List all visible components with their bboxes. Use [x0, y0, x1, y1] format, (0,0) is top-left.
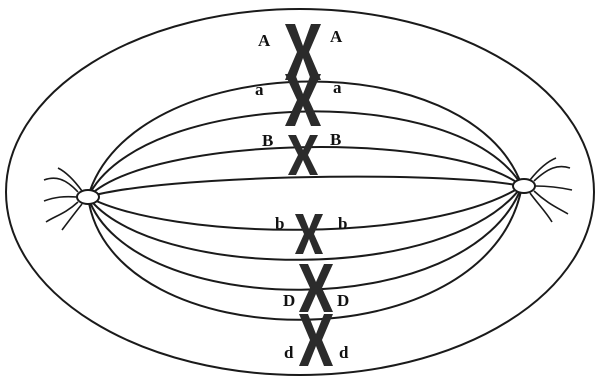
spindle-fibers	[88, 81, 522, 319]
left-centrosome	[44, 168, 99, 230]
aster-ray	[535, 186, 572, 190]
spindle-fiber	[88, 177, 522, 197]
gene-label-A-left: A	[258, 32, 270, 49]
gene-label-d-right: d	[339, 344, 348, 361]
chromosome-d	[299, 314, 333, 366]
gene-label-b-right: b	[338, 215, 347, 232]
gene-label-D-left: D	[283, 292, 295, 309]
gene-label-a-left: a	[255, 81, 264, 98]
right-centrosome	[513, 158, 572, 222]
gene-label-b-left: b	[275, 215, 284, 232]
aster-ray	[44, 197, 77, 201]
chromosome-B	[288, 135, 318, 175]
chromosome-A	[285, 24, 321, 80]
gene-label-D-right: D	[337, 292, 349, 309]
gene-label-A-right: A	[330, 28, 342, 45]
centriole-right	[513, 179, 535, 193]
chromosome-b	[295, 214, 323, 254]
aster-ray	[46, 202, 78, 222]
gene-label-B-right: B	[330, 131, 341, 148]
gene-label-a-right: a	[333, 79, 342, 96]
aster-ray	[534, 191, 568, 214]
gene-label-d-left: d	[284, 344, 293, 361]
gene-label-B-left: B	[262, 132, 273, 149]
centriole-left	[77, 190, 99, 204]
chromosomes	[285, 24, 333, 366]
